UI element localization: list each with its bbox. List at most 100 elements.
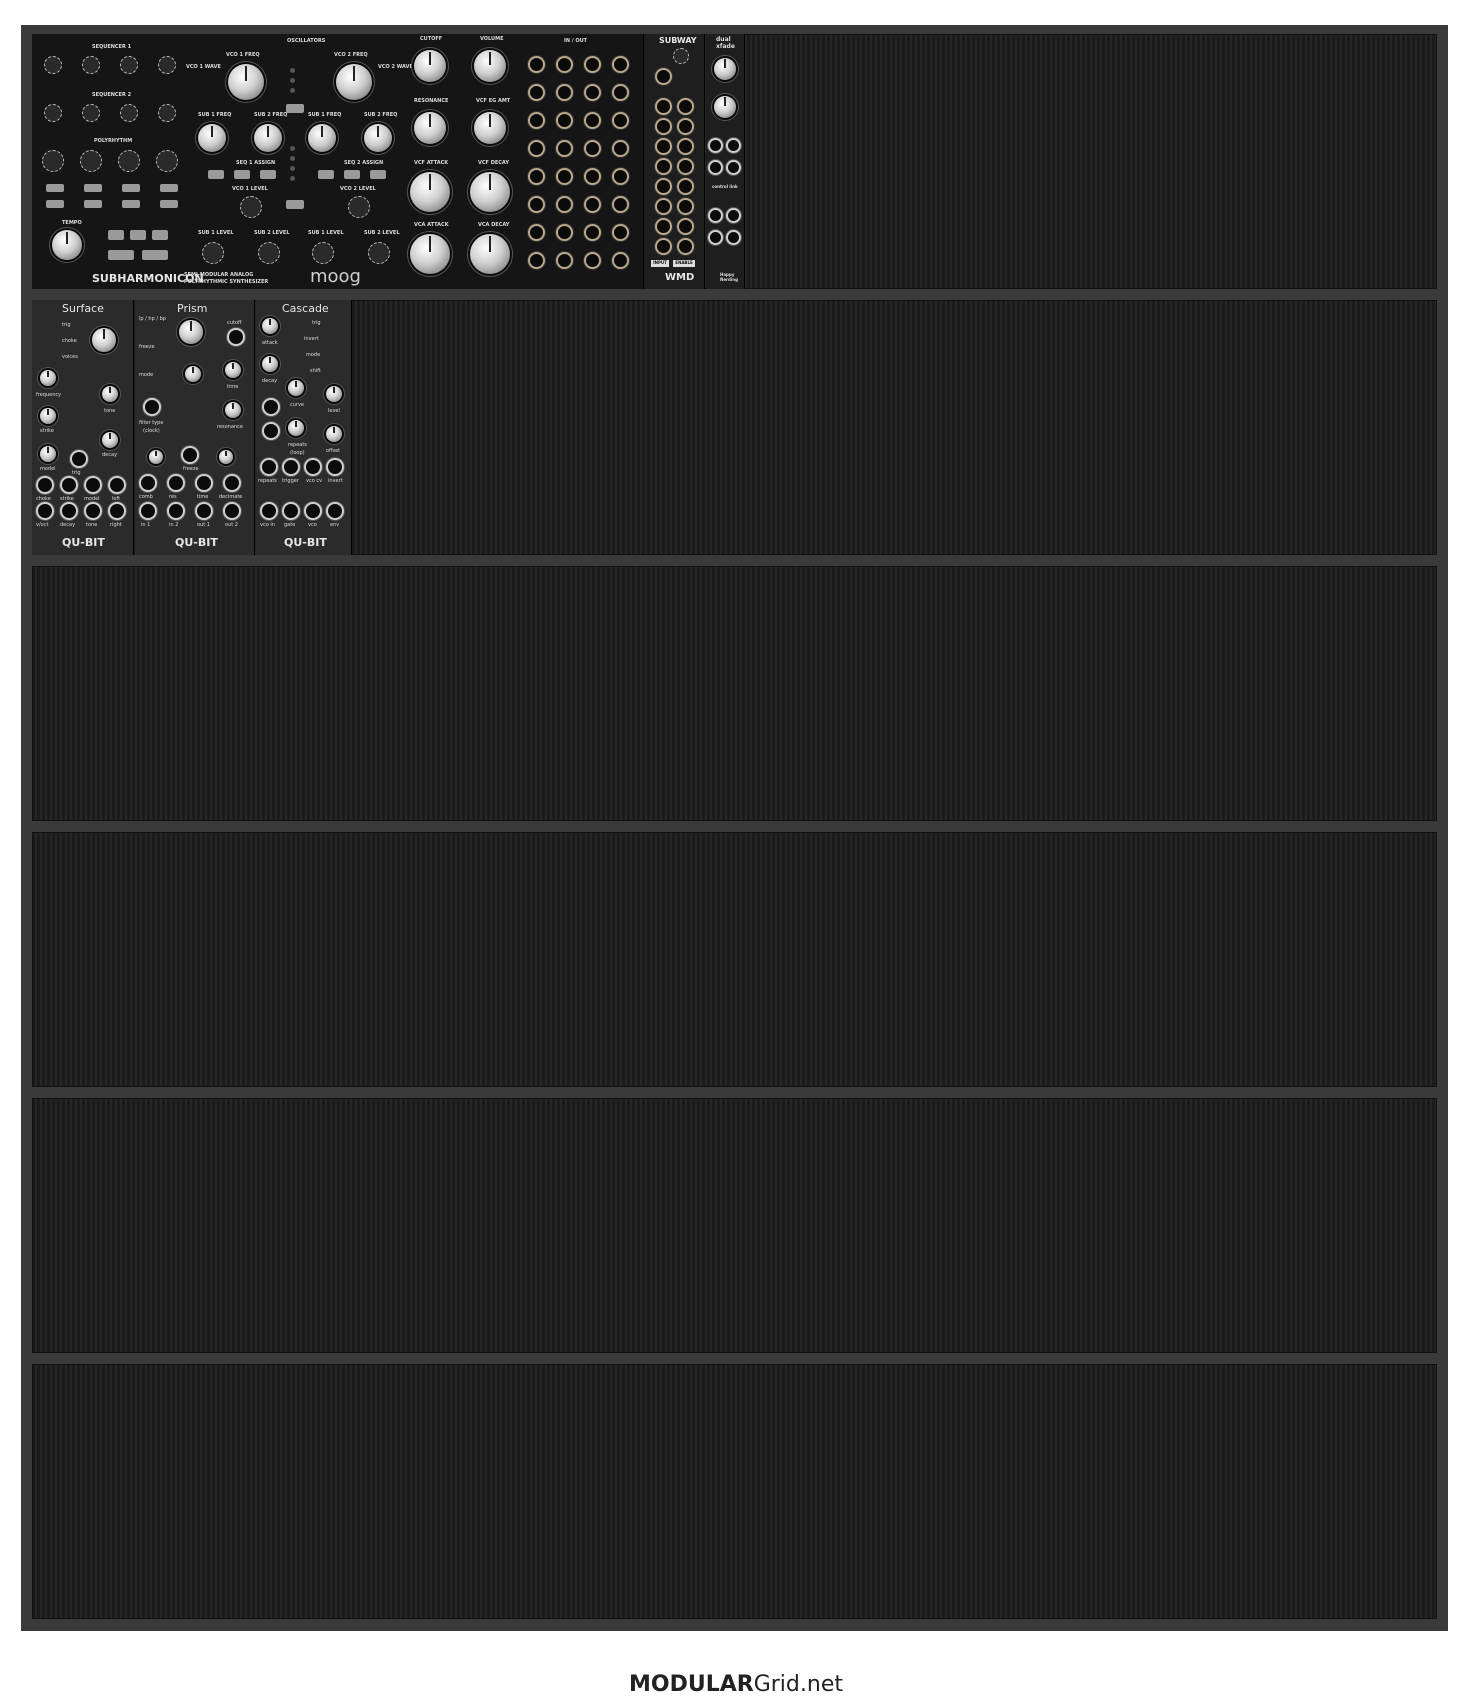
volume-knob[interactable] [474, 50, 506, 82]
xfade-jack-3[interactable] [710, 162, 721, 173]
surface-model-knob[interactable] [40, 446, 56, 462]
patch-jack-r3c1[interactable] [530, 114, 543, 127]
surface-trig-jack[interactable] [72, 452, 86, 466]
surface-decay-knob[interactable] [102, 432, 118, 448]
seq2-assign-btn-2[interactable] [84, 200, 102, 208]
subway-jack-17[interactable] [679, 240, 692, 253]
surface-jack-tone[interactable] [86, 504, 100, 518]
patch-jack-r7c3[interactable] [586, 226, 599, 239]
subway-jack-8[interactable] [657, 220, 670, 233]
seq1-step1-knob[interactable] [44, 56, 62, 74]
patch-jack-r5c3[interactable] [586, 170, 599, 183]
module-prism[interactable]: Prism lp / hp / bp cutoff freeze mode ti… [135, 300, 255, 555]
module-subway[interactable]: SUBWAY INPUT ENABLE WMD [645, 34, 705, 289]
xfade-jack-5[interactable] [710, 210, 721, 221]
cutoff-knob[interactable] [414, 50, 446, 82]
patch-jack-r6c1[interactable] [530, 198, 543, 211]
patch-jack-r7c1[interactable] [530, 226, 543, 239]
prism-jack-time[interactable] [197, 476, 211, 490]
vco1-freq-knob[interactable] [228, 64, 264, 100]
patch-jack-r1c2[interactable] [558, 58, 571, 71]
vco1-sub2-freq-knob[interactable] [254, 124, 282, 152]
subway-jack-6[interactable] [657, 180, 670, 193]
modulargrid-footer-logo[interactable]: MODULARGrid.net [0, 1672, 1472, 1697]
subway-jack-14[interactable] [679, 180, 692, 193]
surface-jack-left[interactable] [110, 478, 124, 492]
patch-jack-r8c2[interactable] [558, 254, 571, 267]
seq1-step4-knob[interactable] [158, 56, 176, 74]
surface-jack-right[interactable] [110, 504, 124, 518]
subway-jack-3[interactable] [657, 120, 670, 133]
surface-jack-model[interactable] [86, 478, 100, 492]
vco1-seq-assign-sub1[interactable] [234, 170, 250, 179]
patch-jack-r4c2[interactable] [558, 142, 571, 155]
seq1-step2-knob[interactable] [82, 56, 100, 74]
patch-jack-r1c4[interactable] [614, 58, 627, 71]
seq2-assign-btn-3[interactable] [122, 200, 140, 208]
patch-jack-r2c3[interactable] [586, 86, 599, 99]
patch-jack-r8c4[interactable] [614, 254, 627, 267]
prism-jack-comb[interactable] [141, 476, 155, 490]
prism-freeze-jack-2[interactable] [183, 448, 197, 462]
patch-jack-r8c3[interactable] [586, 254, 599, 267]
module-cascade[interactable]: Cascade attack trig invert decay mode sh… [256, 300, 352, 555]
subway-jack-2[interactable] [657, 100, 670, 113]
seq2-step4-knob[interactable] [158, 104, 176, 122]
cascade-jack-repeats[interactable] [262, 460, 276, 474]
surface-jack-voct[interactable] [38, 504, 52, 518]
patch-jack-r6c4[interactable] [614, 198, 627, 211]
prism-jack-res[interactable] [169, 476, 183, 490]
patch-jack-r7c4[interactable] [614, 226, 627, 239]
module-surface[interactable]: Surface trig choke voices frequency tone… [32, 300, 134, 555]
play-button[interactable] [108, 250, 134, 260]
vco2-seq-assign-sub2[interactable] [370, 170, 386, 179]
patch-jack-r7c2[interactable] [558, 226, 571, 239]
rhythm4-knob[interactable] [156, 150, 178, 172]
cascade-decay-knob[interactable] [262, 356, 278, 372]
patch-jack-r6c3[interactable] [586, 198, 599, 211]
patch-jack-r1c3[interactable] [586, 58, 599, 71]
seq2-step3-knob[interactable] [120, 104, 138, 122]
subway-jack-7[interactable] [657, 200, 670, 213]
prism-jack-decimate[interactable] [225, 476, 239, 490]
vco2-sub1-level-knob[interactable] [312, 242, 334, 264]
prism-jack-out1[interactable] [197, 504, 211, 518]
vco2-sub2-freq-knob[interactable] [364, 124, 392, 152]
prism-jack-out2[interactable] [225, 504, 239, 518]
seq1-assign-btn-4[interactable] [160, 184, 178, 192]
surface-strike-knob[interactable] [40, 408, 56, 424]
prism-cutoff-jack[interactable] [229, 330, 243, 344]
module-dual-xfade[interactable]: dual xfade control link Happy Nerding [706, 34, 745, 289]
vcf-attack-knob[interactable] [410, 172, 450, 212]
trigger-button[interactable] [142, 250, 168, 260]
patch-jack-r6c2[interactable] [558, 198, 571, 211]
vcf-decay-knob[interactable] [470, 172, 510, 212]
patch-jack-r4c1[interactable] [530, 142, 543, 155]
subway-knob[interactable] [673, 48, 689, 64]
vco1-level-knob[interactable] [240, 196, 262, 218]
vco2-sub1-freq-knob[interactable] [308, 124, 336, 152]
xfade-jack-6[interactable] [728, 210, 739, 221]
prism-jack-in2[interactable] [169, 504, 183, 518]
vco1-sub2-level-knob[interactable] [258, 242, 280, 264]
prism-freeze-jack[interactable] [145, 400, 159, 414]
surface-jack-decay[interactable] [62, 504, 76, 518]
xfade-jack-2[interactable] [728, 140, 739, 151]
rec-button[interactable] [130, 230, 146, 240]
cascade-jack-env[interactable] [328, 504, 342, 518]
vco2-level-knob[interactable] [348, 196, 370, 218]
module-subharmonicon[interactable]: SEQUENCER 1 SEQUENCER 2 POLYRHYTHM TEMP [32, 34, 644, 289]
reset-button[interactable] [108, 230, 124, 240]
cascade-jack-1[interactable] [264, 400, 278, 414]
cascade-attack-knob[interactable] [262, 318, 278, 334]
prism-resonance-knob[interactable] [225, 402, 241, 418]
subway-jack-16[interactable] [679, 220, 692, 233]
patch-jack-r5c2[interactable] [558, 170, 571, 183]
rhythm3-knob[interactable] [118, 150, 140, 172]
cascade-offset-knob[interactable] [326, 426, 342, 442]
cascade-curve-knob[interactable] [288, 380, 304, 396]
vco1-sub1-level-knob[interactable] [202, 242, 224, 264]
resonance-knob[interactable] [414, 112, 446, 144]
patch-jack-r2c1[interactable] [530, 86, 543, 99]
prism-cutoff-knob[interactable] [179, 320, 203, 344]
